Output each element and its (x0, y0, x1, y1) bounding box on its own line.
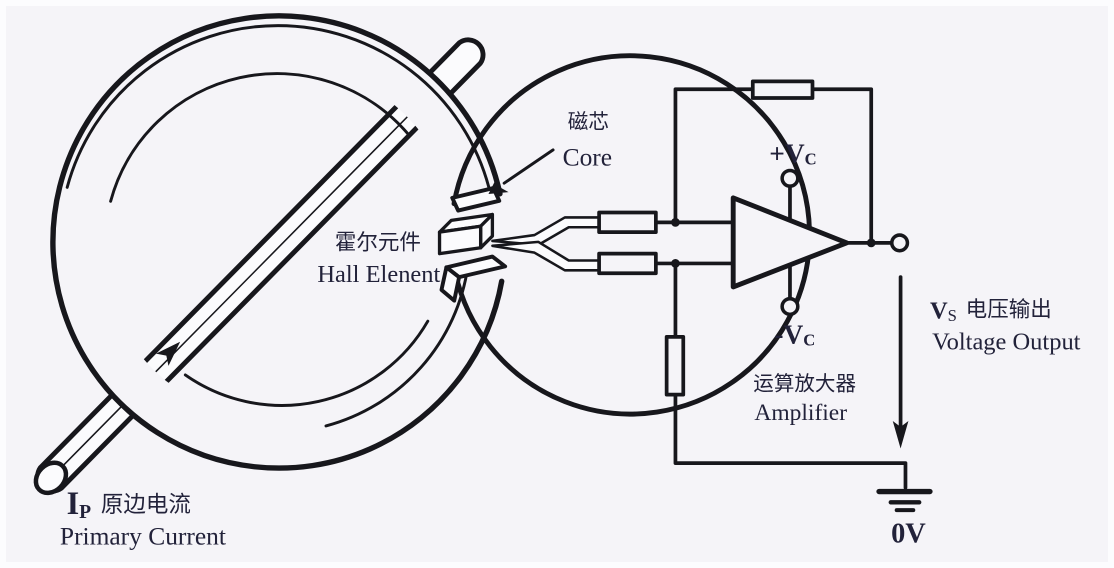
magnetic-core-ring (50, 13, 812, 471)
amplifier-label-en: Amplifier (754, 400, 847, 426)
lead-wire-top (491, 216, 604, 247)
core-band-bottom-contour-line (324, 264, 470, 428)
core-gap-bottom-end-block (439, 254, 508, 303)
voltage-output-label-en: Voltage Output (932, 329, 1081, 356)
plus-vc-terminal (780, 168, 800, 188)
rod-end-cap (33, 460, 69, 496)
core-inner-bottom-contour-line (183, 319, 430, 407)
vcc-minus-label: -VC (774, 320, 815, 350)
ground-symbol (876, 488, 933, 513)
resistor-input-top (597, 210, 658, 234)
opamp-triangle (730, 195, 850, 290)
core-outer-edge (50, 13, 505, 471)
hall-element-box (437, 212, 495, 256)
vcc-plus-label: +VC (769, 139, 816, 169)
ground-label: 0V (891, 518, 926, 549)
amplifier-label-zh: 运算放大器 (753, 372, 856, 396)
hall-lead-wires (491, 216, 604, 272)
minus-vc-terminal (780, 296, 800, 317)
core-gap-top-end-face (450, 186, 502, 213)
primary-current-label-en: Primary Current (60, 521, 226, 550)
resistor-input-bottom (597, 251, 658, 276)
core-pointer-arrow (488, 148, 555, 194)
output-direction-arrow (892, 421, 909, 449)
resistor-load (664, 334, 686, 397)
junction-dot (671, 259, 680, 268)
hall-label-zh: 霍尔元件 (335, 231, 421, 256)
resistor-feedback (750, 79, 815, 100)
core-label-en: Core (563, 143, 612, 172)
core-outer-contour-line (65, 24, 491, 189)
current-direction-arrow (155, 341, 181, 366)
junction-dot (866, 238, 876, 248)
core-label-zh: 磁芯 (568, 109, 609, 133)
amplifier-circuit (597, 79, 933, 513)
hall-label-en: Hall Elenent (317, 261, 440, 288)
junction-dot (671, 217, 680, 227)
output-terminal (890, 233, 910, 253)
core-inner-top-contour-line (109, 72, 411, 203)
lead-wire-bottom (491, 240, 604, 272)
